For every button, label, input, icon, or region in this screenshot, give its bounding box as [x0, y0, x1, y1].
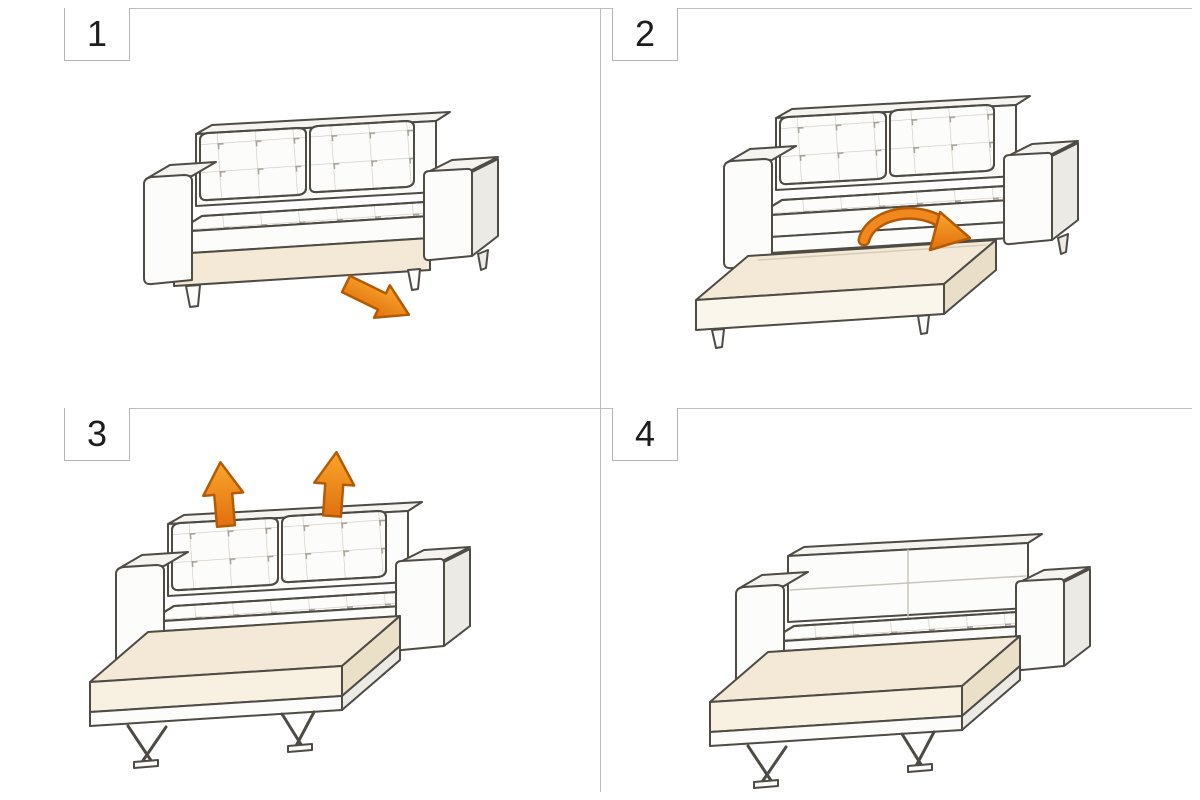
pull-out-arrow-icon [340, 274, 411, 319]
sofa-armrest-left [143, 161, 217, 286]
bed-mattress [89, 615, 401, 713]
step-number-box: 3 [64, 408, 130, 461]
bed-frame-legs [746, 730, 936, 789]
step-4-illustration [709, 533, 1091, 789]
sofa-back-cushion-right [281, 510, 387, 584]
sofa-seat-cushion [755, 183, 1037, 239]
sofa-legs [185, 249, 489, 308]
sofa-armrest-right [395, 546, 471, 652]
step-number: 3 [86, 413, 108, 454]
bed-platform [709, 665, 1021, 747]
step-number: 4 [634, 413, 656, 454]
sofa-back-cushion-left [171, 517, 279, 592]
step-panel-4: 4 [600, 408, 1200, 800]
step-2-illustration [695, 95, 1079, 349]
sofa-armrest-right [423, 156, 499, 262]
step-number-box: 1 [64, 8, 130, 61]
step-panel-2: 2 [600, 8, 1200, 400]
sofa-back-cushion-right [889, 104, 995, 178]
bed-platform [89, 645, 401, 727]
step-panel-3: 3 [0, 408, 600, 800]
step-number-box: 4 [612, 408, 678, 461]
step-1-illustration [143, 111, 499, 319]
sofa-armrest-right [1003, 140, 1079, 246]
step-number: 1 [86, 13, 108, 54]
step-number-box: 2 [612, 8, 678, 61]
sofa-armrest-right [1015, 566, 1091, 672]
flip-arrow-icon [857, 206, 972, 252]
lift-arrow-right-icon [313, 450, 356, 518]
sofa-armrest-left [723, 145, 797, 270]
sofa-leg-back-right [1057, 233, 1069, 255]
bed-frame-legs [126, 710, 316, 769]
step-panel-1: 1 [0, 8, 600, 400]
pull-out-drawer [695, 239, 997, 349]
lift-arrow-left-icon [202, 460, 245, 529]
sofa-back-cushion-right [309, 120, 415, 194]
sofa-back-cushion-left [779, 111, 887, 186]
divider-vertical [600, 8, 601, 792]
sofa-back-cushion-left [199, 127, 307, 202]
sofa-body [723, 95, 1079, 270]
step-3-illustration [89, 450, 471, 769]
sofa-backrest [787, 533, 1043, 623]
step-number: 2 [634, 13, 656, 54]
